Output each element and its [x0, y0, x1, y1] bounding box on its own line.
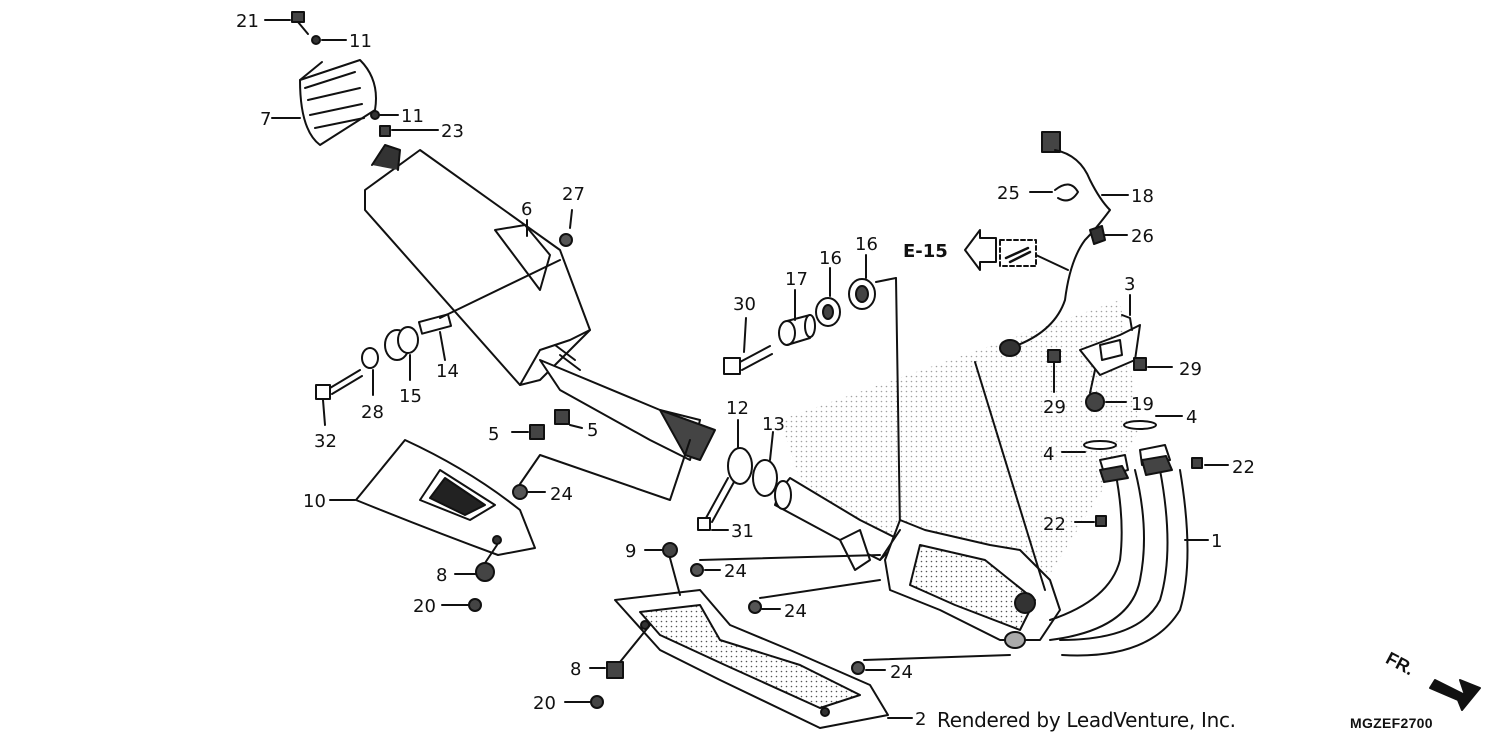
label-16: 16 [855, 234, 878, 255]
nut-24c[interactable] [748, 600, 762, 614]
diagram-code: MGZEF2700 [1350, 715, 1433, 731]
bolt-29b[interactable] [1133, 357, 1147, 371]
label-31: 31 [731, 521, 754, 542]
label-11: 11 [401, 106, 424, 127]
rubber-16b[interactable] [848, 278, 876, 310]
label-7: 7 [260, 109, 271, 130]
label-22: 22 [1232, 457, 1255, 478]
label-8: 8 [570, 659, 581, 680]
label-27: 27 [562, 184, 585, 205]
label-28: 28 [361, 402, 384, 423]
label-19: 19 [1131, 394, 1154, 415]
label-21: 21 [236, 11, 259, 32]
label-26: 26 [1131, 226, 1154, 247]
label-17: 17 [785, 269, 808, 290]
bolt-22b[interactable] [1095, 515, 1107, 527]
bolt-30[interactable] [723, 345, 773, 375]
label-8: 8 [436, 565, 447, 586]
label-5: 5 [587, 420, 598, 441]
label-30: 30 [733, 294, 756, 315]
label-6: 6 [521, 199, 532, 220]
end-cap-part[interactable] [299, 59, 377, 146]
fitting-23[interactable] [379, 125, 391, 137]
rubber-16a[interactable] [815, 297, 841, 327]
label-25: 25 [997, 183, 1020, 204]
collar-17[interactable] [778, 314, 816, 346]
heat-shield-upper[interactable] [355, 439, 536, 556]
label-15: 15 [399, 386, 422, 407]
label-32: 32 [314, 431, 337, 452]
grommet-15[interactable] [384, 326, 419, 361]
label-4: 4 [1043, 444, 1054, 465]
washer-28[interactable] [361, 347, 379, 369]
screw-20b[interactable] [590, 695, 604, 709]
label-10: 10 [303, 491, 326, 512]
label-9: 9 [625, 541, 636, 562]
grommet-19[interactable] [1085, 392, 1105, 412]
o2-sensor-18[interactable] [999, 131, 1111, 357]
label-23: 23 [441, 121, 464, 142]
label-24: 24 [550, 484, 573, 505]
nut-9[interactable] [662, 542, 678, 558]
washer-11b[interactable] [370, 110, 380, 120]
label-14: 14 [436, 361, 459, 382]
label-18: 18 [1131, 186, 1154, 207]
reference-arrow[interactable] [964, 229, 997, 271]
heat-shield-lower[interactable] [614, 589, 889, 729]
label-24: 24 [724, 561, 747, 582]
exhaust-catalyst[interactable] [884, 519, 1061, 649]
label-20: 20 [413, 596, 436, 617]
nut-24d[interactable] [851, 661, 865, 675]
label-24: 24 [784, 601, 807, 622]
clamp-25[interactable] [1054, 183, 1079, 202]
label-11: 11 [349, 31, 372, 52]
label-3: 3 [1124, 274, 1135, 295]
nut-24b[interactable] [690, 563, 704, 577]
label-16: 16 [819, 248, 842, 269]
gasket-13[interactable] [752, 459, 778, 497]
bolt-22a[interactable] [1191, 457, 1203, 469]
reference-box [999, 239, 1037, 267]
label-13: 13 [762, 414, 785, 435]
exhaust-headers[interactable] [1049, 444, 1189, 657]
front-direction-arrow [1429, 679, 1481, 711]
nut-24a[interactable] [512, 484, 528, 500]
bolt-31[interactable] [697, 477, 735, 531]
label-1: 1 [1211, 531, 1222, 552]
gasket-4a[interactable] [1083, 440, 1117, 450]
label-12: 12 [726, 398, 749, 419]
shading-area [780, 300, 1140, 590]
label-24: 24 [890, 662, 913, 683]
clip-5a[interactable] [529, 424, 545, 440]
gasket-4b[interactable] [1123, 420, 1157, 430]
gasket-12[interactable] [727, 447, 753, 485]
label-2: 2 [915, 709, 926, 730]
reference-label[interactable]: E-15 [903, 241, 948, 262]
label-22: 22 [1043, 514, 1066, 535]
bolt-29a[interactable] [1047, 349, 1061, 363]
pin-14[interactable] [417, 313, 453, 335]
screw-20a[interactable] [468, 598, 482, 612]
nut-27[interactable] [559, 233, 573, 247]
muffler-outlet-pipe[interactable] [539, 344, 716, 461]
clip-26[interactable] [1089, 225, 1106, 245]
bolt-21[interactable] [291, 11, 309, 35]
bolt-32[interactable] [315, 369, 363, 400]
grommet-8b[interactable] [606, 661, 624, 679]
label-4: 4 [1186, 407, 1197, 428]
label-20: 20 [533, 693, 556, 714]
credit-text: Rendered by LeadVenture, Inc. [937, 708, 1236, 732]
label-5: 5 [488, 424, 499, 445]
label-29: 29 [1043, 397, 1066, 418]
clip-5b[interactable] [554, 409, 570, 425]
label-29: 29 [1179, 359, 1202, 380]
grommet-8a[interactable] [475, 562, 495, 582]
bracket-3[interactable] [1079, 314, 1141, 376]
washer-11a[interactable] [311, 35, 321, 45]
